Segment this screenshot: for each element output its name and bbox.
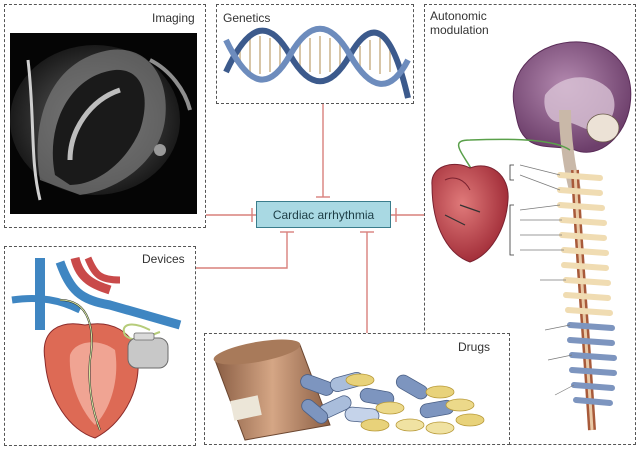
autonomic-label-line2: modulation — [430, 23, 489, 37]
cardiac-arrhythmia-box: Cardiac arrhythmia — [256, 201, 391, 228]
autonomic-label-line1: Autonomic — [430, 9, 487, 23]
drugs-label: Drugs — [458, 340, 491, 354]
pacemaker-heart-illustration — [11, 256, 182, 439]
imaging-label: Imaging — [152, 11, 195, 25]
capsules — [300, 372, 455, 424]
cardiac-arrhythmia-label: Cardiac arrhythmia — [272, 207, 375, 222]
dna-helix-illustration — [223, 25, 411, 99]
devices-label: Devices — [142, 252, 185, 266]
connector-lines — [196, 104, 424, 333]
tablets — [345, 373, 485, 435]
autonomic-modulation-label: Autonomic modulation — [430, 9, 489, 37]
genetics-label: Genetics — [223, 11, 271, 25]
autonomic-illustration — [431, 41, 632, 431]
drugs-illustration — [213, 339, 485, 441]
mri-image — [10, 33, 197, 214]
